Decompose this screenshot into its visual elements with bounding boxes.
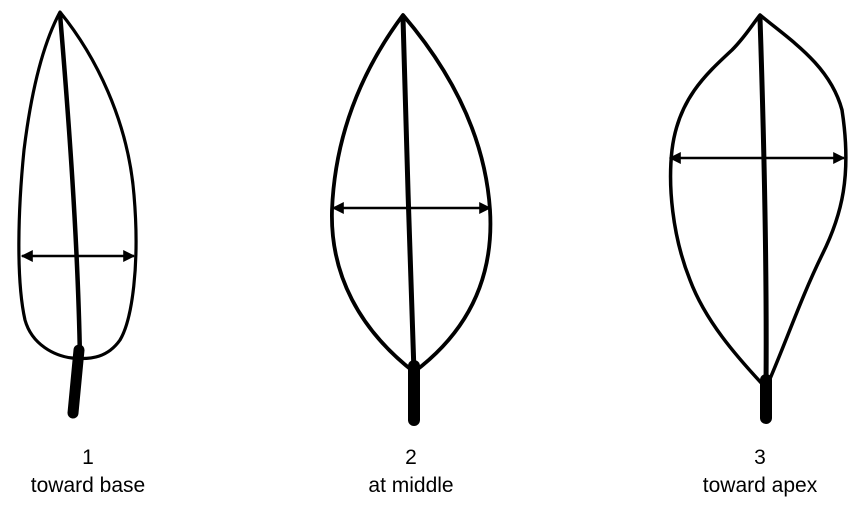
leaf-1-caption: 1 toward base [0,444,188,500]
leaf-3-outline [671,15,846,388]
leaf-3-number: 3 [660,444,851,472]
leaf-1-petiole [73,350,79,413]
leaf-3-midrib [760,18,766,388]
leaf-1-number: 1 [0,444,188,472]
leaf-3-label: toward apex [660,472,851,500]
leaf-1-label: toward base [0,472,188,500]
leaf-1-midrib [60,14,80,360]
leaf-3-toward-apex [670,15,846,418]
leaf-2-number: 2 [311,444,511,472]
leaf-3-caption: 3 toward apex [660,444,851,500]
leaf-2-caption: 2 at middle [311,444,511,500]
leaf-2-at-middle [332,15,491,420]
leaf-2-midrib [403,18,414,372]
leaf-2-label: at middle [311,472,511,500]
leaf-1-toward-base [19,12,136,413]
